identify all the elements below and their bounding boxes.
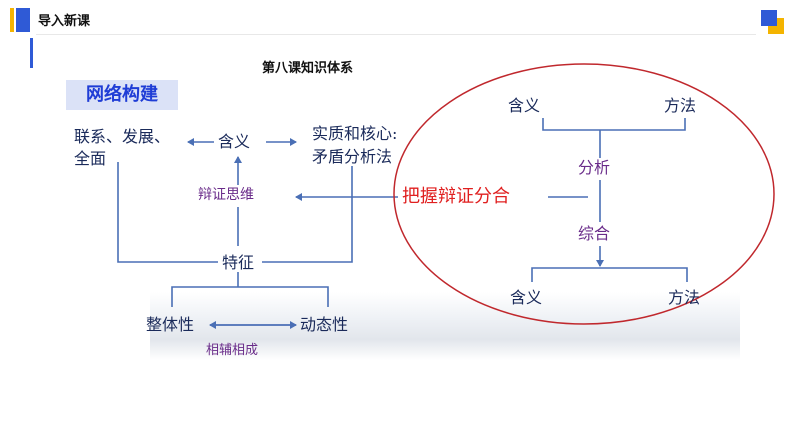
node-synthesis: 综合: [578, 224, 611, 243]
node-essence-line2: 矛盾分析法: [312, 147, 393, 166]
node-integrity: 整体性: [146, 315, 195, 334]
node-analysis: 分析: [578, 158, 611, 177]
header-accent-yellow: [10, 8, 14, 32]
node-grasp: 把握辩证分合: [402, 186, 510, 207]
focus-circle: [393, 63, 775, 325]
header-divider: [36, 34, 756, 35]
line-connection-to-feature: [117, 162, 218, 263]
corner-square-blue: [761, 10, 777, 26]
bracket-bottom-meaning-method: [531, 267, 688, 282]
node-meaning-left: 含义: [218, 132, 251, 151]
node-dynamism: 动态性: [300, 315, 349, 334]
node-connection: 联系、发展、全面: [74, 127, 171, 168]
node-complement: 相辅相成: [206, 343, 259, 358]
node-method-bottom: 方法: [668, 288, 701, 307]
line-essence-to-feature: [262, 166, 353, 263]
header-accent-blue: [16, 8, 30, 32]
node-method-top: 方法: [664, 96, 697, 115]
node-meaning-bottom: 含义: [510, 288, 543, 307]
diagram-title: 第八课知识体系: [262, 61, 354, 76]
bracket-top-meaning-method: [542, 118, 686, 131]
background-cloud: [150, 292, 740, 360]
section-label: 网络构建: [66, 80, 178, 110]
node-meaning-top: 含义: [508, 96, 541, 115]
node-dialectical-thinking: 辩证思维: [198, 187, 254, 203]
header-accent-blue-tall: [30, 38, 33, 68]
node-essence-line1: 实质和核心:: [312, 124, 398, 143]
header-title: 导入新课: [38, 14, 91, 29]
bracket-feature-children: [171, 286, 329, 307]
node-feature: 特征: [222, 253, 255, 272]
